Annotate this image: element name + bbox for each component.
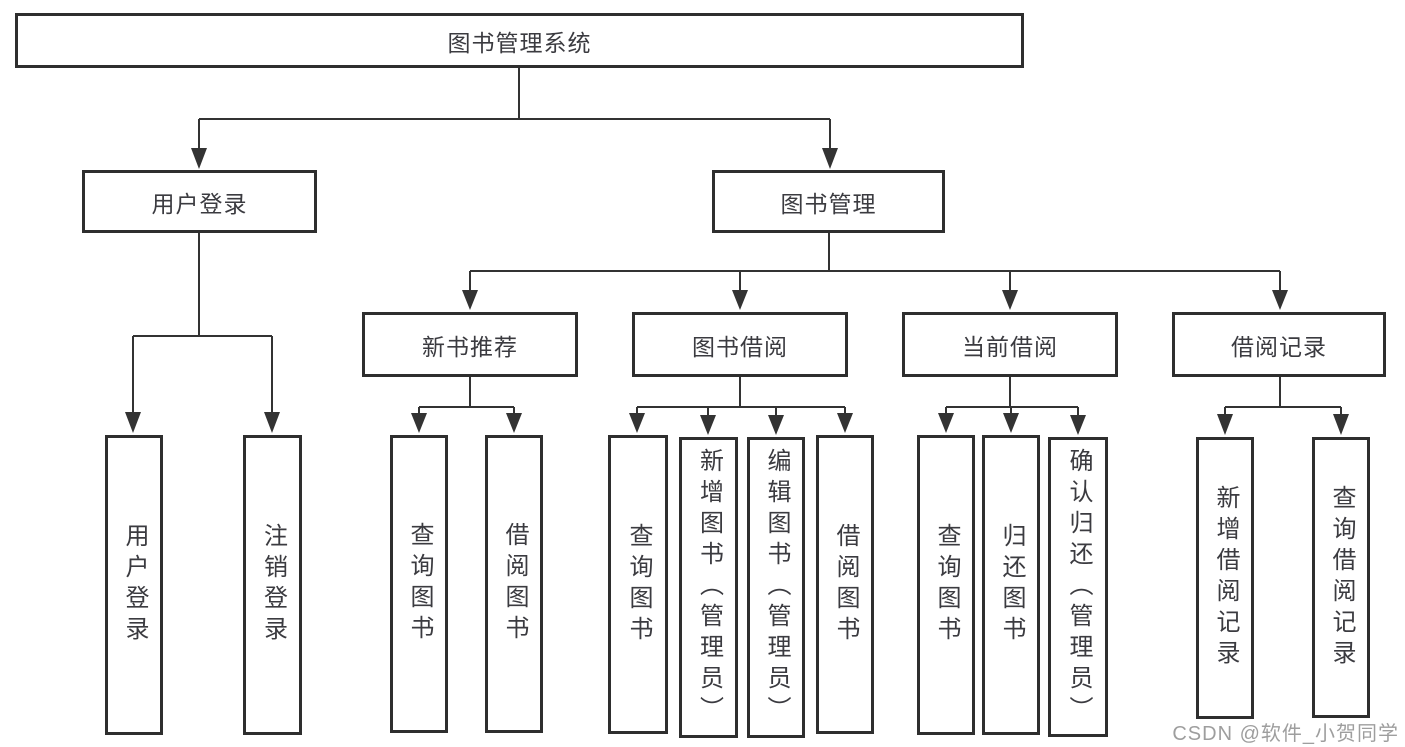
- node-library-system: 图书管理系统: [15, 13, 1024, 68]
- leaf-logout: 注销登录: [243, 435, 302, 735]
- node-library-system-label: 图书管理系统: [447, 29, 592, 56]
- leaf-query-books-current: 查询图书: [917, 435, 975, 735]
- leaf-return-books-label: 归还图书: [998, 523, 1025, 647]
- node-borrow-records: 借阅记录: [1172, 312, 1386, 377]
- node-user-login: 用户登录: [82, 170, 317, 233]
- leaf-borrow-books-borrowing: 借阅图书: [816, 435, 874, 734]
- tree-edges: [132, 68, 1342, 416]
- leaf-user-login-label: 用户登录: [121, 523, 148, 647]
- leaf-borrow-books-borrowing-label: 借阅图书: [832, 522, 859, 647]
- node-new-book-recommend-label: 新书推荐: [422, 333, 518, 360]
- leaf-logout-label: 注销登录: [259, 523, 287, 647]
- leaf-query-books-borrowing-label: 查询图书: [625, 522, 652, 647]
- arrowheads: [125, 148, 1349, 435]
- leaf-query-books-current-label: 查询图书: [933, 523, 960, 647]
- leaf-add-book-admin: 新增图书（管理员）: [679, 437, 738, 738]
- node-book-management-label: 图书管理: [780, 190, 877, 217]
- node-book-borrowing-label: 图书借阅: [692, 333, 788, 360]
- node-new-book-recommend: 新书推荐: [362, 312, 578, 377]
- leaf-edit-book-admin: 编辑图书（管理员）: [747, 437, 805, 738]
- node-user-login-label: 用户登录: [151, 190, 248, 217]
- node-book-borrowing: 图书借阅: [632, 312, 848, 377]
- leaf-return-books: 归还图书: [982, 435, 1040, 735]
- leaf-borrow-books-newbook: 借阅图书: [485, 435, 543, 733]
- leaf-add-borrow-record-label: 新增借阅记录: [1212, 485, 1239, 671]
- leaf-borrow-books-newbook-label: 借阅图书: [501, 522, 528, 646]
- leaf-query-books-newbook: 查询图书: [390, 435, 448, 733]
- leaf-add-book-admin-label: 新增图书（管理员）: [695, 448, 723, 727]
- leaf-query-borrow-record: 查询借阅记录: [1312, 437, 1370, 718]
- leaf-add-borrow-record: 新增借阅记录: [1196, 437, 1254, 719]
- leaf-confirm-return-admin: 确认归还（管理员）: [1048, 437, 1108, 737]
- leaf-query-borrow-record-label: 查询借阅记录: [1328, 484, 1355, 671]
- leaf-confirm-return-admin-label: 确认归还（管理员）: [1065, 447, 1092, 727]
- node-book-management: 图书管理: [712, 170, 945, 233]
- leaf-edit-book-admin-label: 编辑图书（管理员）: [763, 448, 790, 727]
- node-current-borrowing-label: 当前借阅: [962, 333, 1058, 360]
- leaf-user-login: 用户登录: [105, 435, 163, 735]
- leaf-query-books-newbook-label: 查询图书: [406, 522, 433, 646]
- leaf-query-books-borrowing: 查询图书: [608, 435, 668, 734]
- node-borrow-records-label: 借阅记录: [1231, 333, 1327, 360]
- csdn-watermark: CSDN @软件_小贺同学: [1172, 723, 1399, 745]
- node-current-borrowing: 当前借阅: [902, 312, 1118, 377]
